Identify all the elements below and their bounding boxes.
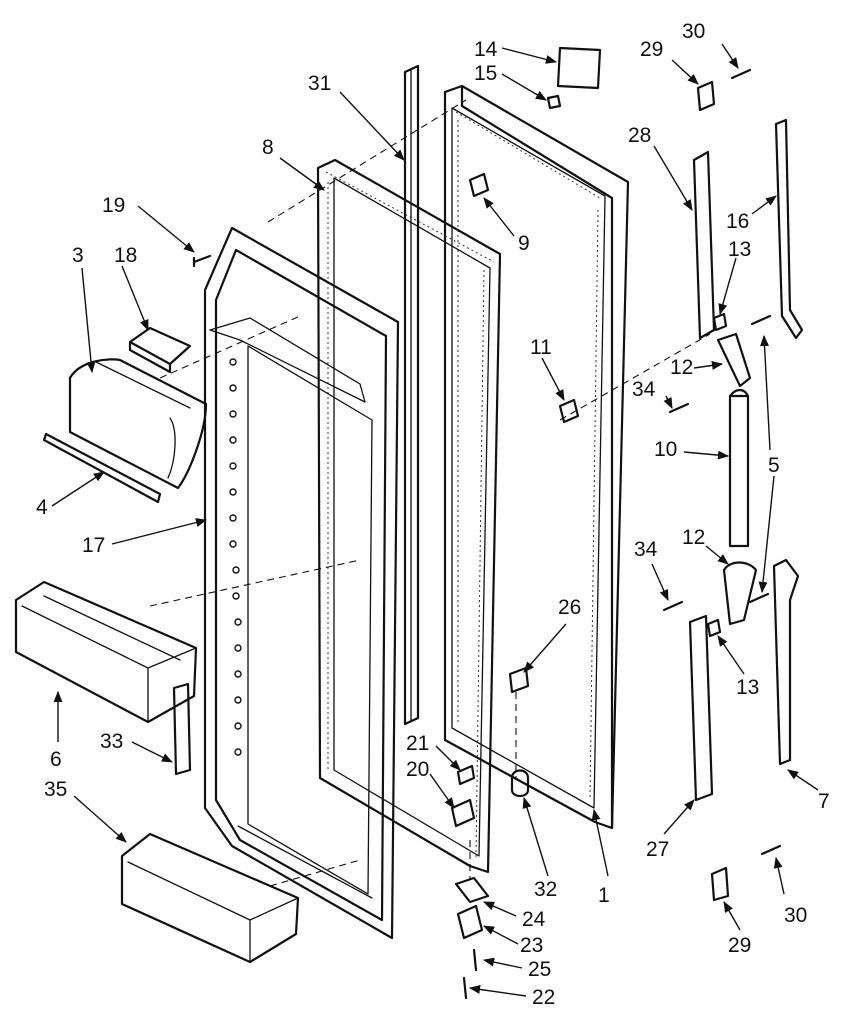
callout-label: 30 bbox=[784, 904, 807, 927]
callout-label: 29 bbox=[728, 934, 751, 957]
callout-label: 6 bbox=[50, 748, 62, 771]
screw-19 bbox=[192, 254, 212, 268]
callout-label: 12 bbox=[682, 526, 705, 549]
callout-label: 25 bbox=[528, 958, 551, 981]
callout-label: 34 bbox=[634, 538, 658, 561]
hinge-cam-lower bbox=[722, 561, 758, 626]
upper-hinge-channel bbox=[692, 150, 716, 340]
callout-label: 11 bbox=[530, 336, 552, 359]
bin-rail bbox=[42, 432, 162, 504]
callout-label: 18 bbox=[114, 244, 137, 267]
callout-label: 23 bbox=[520, 934, 543, 957]
plug-9 bbox=[468, 172, 490, 198]
callout-label: 21 bbox=[406, 732, 429, 755]
liner-rivet-holes bbox=[229, 358, 242, 756]
screw-34-upper bbox=[668, 402, 690, 414]
callout-label: 28 bbox=[628, 124, 651, 147]
label-plate bbox=[556, 46, 602, 90]
callout-label: 33 bbox=[100, 730, 123, 753]
screw-30-lower bbox=[760, 844, 782, 856]
callout-label: 30 bbox=[682, 20, 705, 43]
callout-label: 7 bbox=[818, 790, 830, 813]
outer-door-panel bbox=[443, 84, 630, 830]
screw-34-lower bbox=[662, 600, 684, 612]
small-label bbox=[546, 94, 562, 110]
callout-label: 26 bbox=[558, 596, 581, 619]
screw-5-upper bbox=[750, 314, 772, 326]
screw-25 bbox=[472, 948, 478, 972]
callout-label: 19 bbox=[102, 194, 125, 217]
callout-label: 16 bbox=[726, 210, 749, 233]
hinge-clip-lower bbox=[710, 866, 730, 902]
callout-label: 32 bbox=[534, 878, 557, 901]
callout-label: 35 bbox=[44, 778, 67, 801]
bracket-23 bbox=[456, 904, 484, 940]
bracket-24 bbox=[454, 876, 490, 904]
callout-label: 29 bbox=[640, 38, 663, 61]
door-liner bbox=[203, 226, 400, 940]
callout-label: 24 bbox=[522, 908, 546, 931]
alignment-lines bbox=[149, 99, 711, 887]
callout-label: 27 bbox=[646, 838, 669, 861]
callout-label: 4 bbox=[36, 496, 48, 519]
callout-label: 9 bbox=[518, 232, 530, 255]
callout-label: 10 bbox=[654, 438, 677, 461]
callout-label: 17 bbox=[82, 534, 105, 557]
callout-label: 22 bbox=[532, 986, 555, 1009]
callout-label: 13 bbox=[736, 676, 759, 699]
door-bin-large bbox=[14, 580, 198, 724]
callouts: 1 3 4 5 6 7 8 9 10 11 12 12 bbox=[36, 20, 830, 1009]
callout-label: 12 bbox=[670, 356, 693, 379]
hinge-clip-upper bbox=[696, 80, 716, 112]
clip-13-lower bbox=[706, 618, 722, 638]
lower-hinge-channel bbox=[688, 614, 714, 802]
screw-22 bbox=[462, 976, 468, 1000]
door-bin-small bbox=[120, 832, 300, 964]
screw-30-upper bbox=[730, 68, 752, 80]
callout-label: 34 bbox=[632, 378, 656, 401]
bracket-33 bbox=[172, 682, 192, 776]
callout-label: 14 bbox=[474, 38, 498, 61]
hinge-tube bbox=[728, 388, 750, 548]
clip-11 bbox=[558, 398, 580, 424]
callout-label: 15 bbox=[474, 62, 497, 85]
callout-label: 31 bbox=[308, 72, 331, 95]
small-cap bbox=[128, 326, 192, 374]
callout-label: 1 bbox=[598, 884, 610, 907]
bushing-32 bbox=[510, 769, 530, 798]
callout-label: 13 bbox=[728, 238, 751, 261]
side-trim-7 bbox=[772, 558, 800, 766]
callout-label: 8 bbox=[262, 136, 274, 159]
callout-label: 3 bbox=[72, 244, 84, 267]
washer-20 bbox=[450, 798, 476, 828]
screw-5-lower bbox=[748, 592, 770, 604]
callout-label: 20 bbox=[406, 758, 429, 781]
washer-21 bbox=[456, 764, 476, 786]
callout-label: 5 bbox=[768, 454, 780, 477]
clip-26 bbox=[508, 666, 530, 694]
vertical-trim-strip bbox=[403, 64, 420, 726]
door-gasket bbox=[316, 158, 502, 874]
dispenser-bin bbox=[68, 358, 208, 490]
side-trim-16 bbox=[774, 118, 804, 340]
clip-13-upper bbox=[712, 312, 728, 332]
hinge-cam-upper bbox=[716, 332, 752, 388]
